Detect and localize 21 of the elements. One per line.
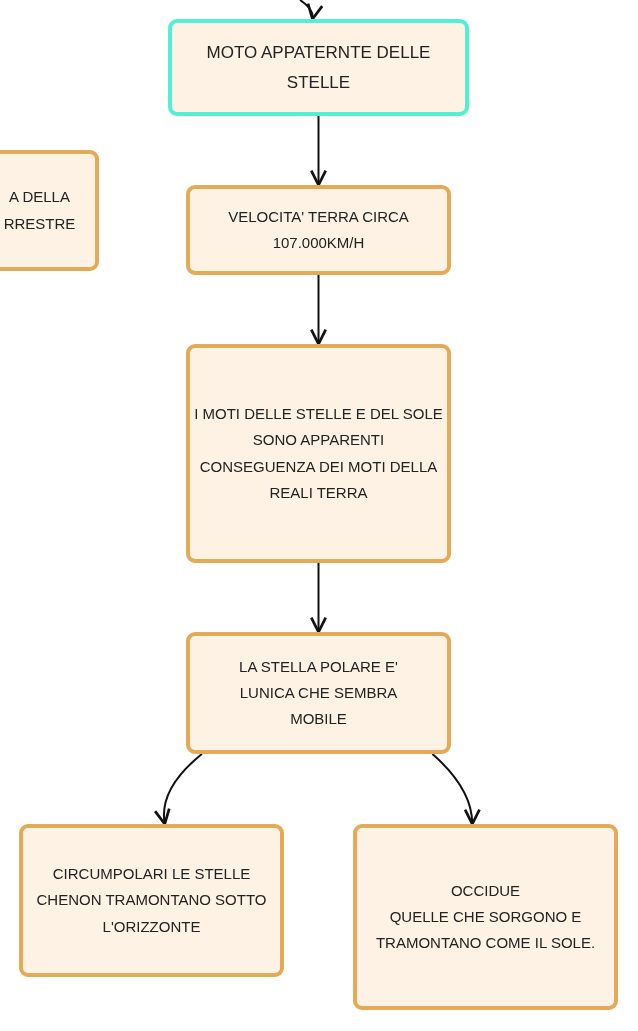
box-text: LA STELLA POLARE E' LUNICA CHE SEMBRA MOBILE — [238, 656, 399, 730]
box-text: A DELLA RRESTRE — [2, 187, 77, 234]
arrow — [154, 753, 203, 826]
arrow — [309, 274, 328, 346]
concept-box — [0, 150, 99, 271]
concept-box — [353, 824, 618, 1010]
concept-box — [186, 344, 451, 563]
arrow — [431, 753, 481, 826]
box-text: CIRCUMPOLARI LE STELLE CHENON TRAMONTANO SOTTO L'ORIZZONTE — [35, 864, 268, 937]
arrow — [309, 562, 328, 634]
arrow — [309, 115, 328, 187]
concept-box — [19, 824, 284, 977]
arrow — [299, 0, 323, 21]
box-text: MOTO APPATERNTE DELLE STELLE — [205, 41, 432, 94]
box-text: OCCIDUE — [450, 880, 521, 901]
concept-box — [186, 632, 451, 754]
concept-box — [168, 19, 469, 116]
box-text: QUELLE CHE SORGONO E TRAMONTANO COME IL SOLE. — [374, 906, 597, 954]
box-text: I MOTI DELLE STELLE E DEL SOLE SONO APPARENTI CONSEGUENZA DEI MOTI DELLA REALI TERRA — [194, 404, 443, 503]
box-text: VELOCITA' TERRA CIRCA 107.000KM/H — [227, 206, 410, 253]
concept-box — [186, 185, 451, 275]
